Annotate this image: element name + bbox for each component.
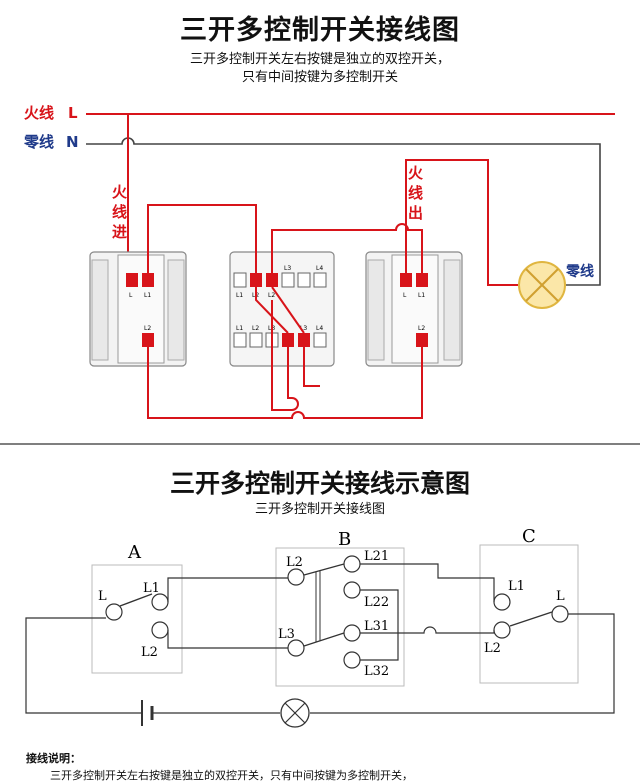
notes-text: 三开多控制开关左右按键是独立的双控开关，只有中间按键为多控制开关， — [50, 769, 413, 782]
live-in-char2: 线 — [112, 203, 127, 221]
mid-bot-label1: L1 — [236, 325, 243, 332]
switch-b-l31-label: L31 — [364, 619, 389, 634]
mid-top-label3: L2 — [268, 292, 275, 299]
diagram-subtitle-line2: 只有中间按键为多控制开关 — [241, 70, 398, 85]
live-in-char1: 火 — [112, 183, 128, 201]
switch-b: L2 L3 L21 L22 L31 L32 — [275, 547, 405, 687]
live-in-char3: 进 — [112, 223, 127, 241]
live-label: 火线 — [24, 104, 54, 122]
notes-heading: 接线说明： — [26, 752, 81, 765]
switch-c-name: C — [522, 526, 536, 547]
mid-bot-label5: L4 — [316, 325, 323, 332]
mid-bot-t6 — [313, 332, 327, 348]
right-terminal-l1 — [416, 273, 428, 287]
lamp-symbol-icon — [280, 698, 310, 728]
schematic-title: 三开多控制开关接线示意图 — [169, 469, 470, 498]
switch-c-out1-label: L1 — [508, 579, 525, 594]
live-out-char1: 火 — [408, 164, 424, 182]
switch-a-out1-label: L1 — [143, 581, 160, 596]
left-terminal-l1-label: L1 — [144, 292, 151, 299]
switch-a-out2-label: L2 — [141, 645, 158, 660]
middle-switch-plate: L1 L2 L2 L3 L4 L1 L2 L3 L3 L4 — [229, 251, 335, 367]
left-terminal-l-label: L — [129, 292, 133, 299]
right-terminal-l1-label: L1 — [418, 292, 425, 299]
switch-b-left1-label: L2 — [286, 555, 303, 570]
right-terminal-l2 — [416, 333, 428, 347]
mid-top-t5 — [297, 272, 311, 288]
mid-bot-t5 — [298, 333, 310, 347]
mid-bot-label4: L3 — [300, 325, 307, 332]
battery-icon — [141, 700, 154, 726]
schematic-wires — [25, 563, 615, 714]
switch-b-left2-label: L3 — [278, 627, 295, 642]
mid-top-t2 — [250, 273, 262, 287]
switch-b-l32-label: L32 — [364, 664, 389, 679]
left-terminal-l — [126, 273, 138, 287]
mid-top-label5: L4 — [316, 265, 323, 272]
switch-c: L1 L2 L — [479, 544, 579, 684]
mid-top-label1: L1 — [236, 292, 243, 299]
switch-b-l22-label: L22 — [364, 595, 389, 610]
right-terminal-l-label: L — [403, 292, 407, 299]
schematic-subtitle: 三开多控制开关接线图 — [254, 502, 385, 517]
neutral-letter: N — [66, 133, 79, 151]
neutral-label: 零线 — [23, 133, 54, 151]
switch-a-name: A — [127, 542, 142, 563]
switch-b-name: B — [338, 529, 351, 550]
live-letter: L — [68, 104, 78, 122]
left-switch-plate: L L1 L2 — [89, 251, 187, 367]
mid-top-t4 — [281, 272, 295, 288]
left-terminal-l2-label: L2 — [144, 325, 151, 332]
live-out-char3: 出 — [408, 204, 423, 222]
right-terminal-l2-label: L2 — [418, 325, 425, 332]
traveler-wires — [147, 159, 518, 419]
lamp-neutral-label: 零线 — [565, 263, 594, 280]
mid-bot-label2: L2 — [252, 325, 259, 332]
switch-b-l21-label: L21 — [364, 549, 389, 564]
mid-bot-t1 — [233, 332, 247, 348]
mid-bot-t2 — [249, 332, 263, 348]
switch-a-common-label: L — [98, 589, 107, 604]
mid-top-label4: L3 — [284, 265, 291, 272]
mid-bot-t4 — [282, 333, 294, 347]
mid-top-t1 — [233, 272, 247, 288]
switch-c-common-label: L — [556, 589, 565, 604]
mid-top-t3 — [266, 273, 278, 287]
diagram-title: 三开多控制开关接线图 — [180, 15, 460, 46]
left-terminal-l2 — [142, 333, 154, 347]
mid-top-t6 — [313, 272, 327, 288]
right-switch-plate: L L1 L2 — [365, 251, 463, 367]
live-out-char2: 线 — [408, 184, 423, 202]
lamp-icon — [518, 261, 566, 309]
switch-a: L L1 L2 — [91, 564, 183, 674]
switch-c-out2-label: L2 — [484, 641, 501, 656]
neutral-bus — [86, 137, 601, 286]
right-terminal-l — [400, 273, 412, 287]
left-terminal-l1 — [142, 273, 154, 287]
diagram-subtitle-line1: 三开多控制开关左右按键是独立的双控开关， — [189, 52, 450, 67]
